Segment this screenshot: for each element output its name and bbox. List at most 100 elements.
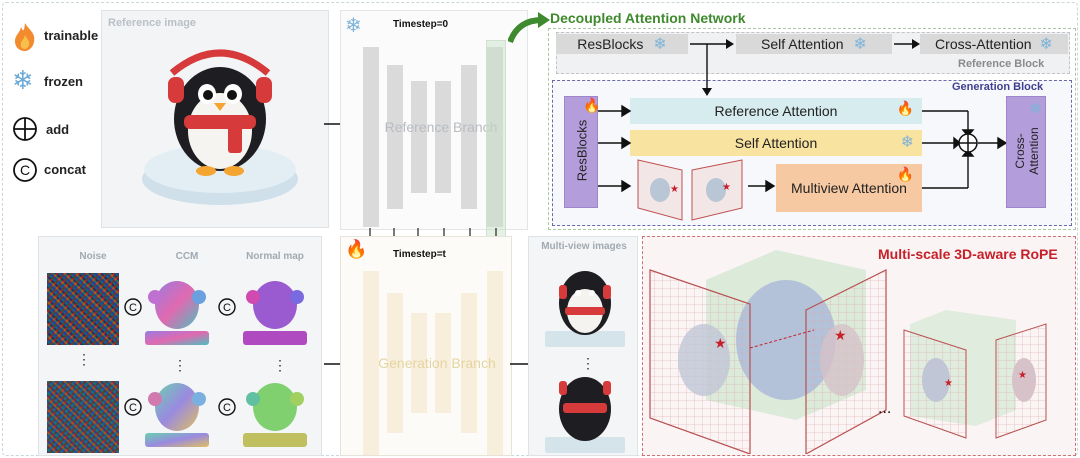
gen-unet-block	[435, 313, 451, 413]
ref-unet-block	[487, 47, 503, 227]
generation-block-title: Generation Block	[952, 81, 1044, 93]
fire-icon	[12, 22, 38, 57]
concat-icon: C	[218, 298, 236, 316]
ref-unet-block	[363, 47, 379, 227]
multiview-dots: ⋮	[581, 355, 595, 371]
gen-unet-block	[387, 293, 403, 433]
legend-trainable: trainable	[44, 28, 99, 43]
inputs-panel: Noise CCM Normal map ⋮ C C C C ⋮ ⋮	[38, 236, 322, 456]
svg-text:C: C	[20, 162, 30, 178]
multiview-panel: Multi-view images ⋮	[528, 236, 638, 456]
fire-icon: 🔥	[583, 98, 601, 114]
svg-text:C: C	[129, 302, 137, 314]
rope-illustration: ★ ★ ★★	[649, 250, 1047, 454]
multiview-attention-label: Multiview Attention	[791, 180, 907, 196]
multiview-attention-block: Multiview Attention 🔥	[776, 164, 922, 212]
penguin-reference-image	[142, 49, 298, 205]
add-icon	[958, 133, 978, 153]
multiview-title: Multi-view images	[541, 241, 627, 252]
reference-attention-block: Reference Attention 🔥	[630, 98, 922, 124]
rope-title: Multi-scale 3D-aware RoPE	[878, 246, 1058, 262]
noise-image	[47, 273, 119, 345]
legend-add: add	[46, 122, 70, 137]
gen-resblocks-block: 🔥 ResBlocks	[564, 96, 601, 208]
gen-self-attention-label: Self Attention	[734, 135, 818, 151]
gen-cross-attention-block: ❄ Cross- Attention	[1006, 96, 1046, 208]
reference-image-title: Reference image	[108, 17, 197, 29]
snowflake-icon: ❄	[853, 34, 867, 53]
svg-text:C: C	[129, 402, 137, 414]
noise-dots: ⋮	[77, 351, 91, 367]
gen-unet-block	[487, 271, 503, 455]
svg-text:C: C	[223, 302, 231, 314]
ccm-image	[145, 383, 209, 447]
reference-branch-panel: ❄ Timestep=0 Reference Branch	[340, 10, 528, 230]
fire-icon: 🔥	[896, 167, 914, 183]
legend-concat: concat	[44, 162, 86, 177]
concat-icon: C	[124, 298, 142, 316]
timestep-top-label: Timestep=0	[393, 19, 449, 30]
ref-resblocks-block: ResBlocks ❄	[556, 34, 688, 54]
normal-map-image	[243, 281, 307, 345]
ref-cross-attention-label: Cross-Attention	[935, 36, 1032, 52]
ref-unet-block	[387, 65, 403, 209]
gen-unet-block	[461, 293, 477, 433]
svg-text:★: ★	[1018, 370, 1027, 381]
ccm-image	[145, 281, 209, 345]
reference-attention-label: Reference Attention	[714, 103, 838, 119]
fire-icon: 🔥	[345, 239, 368, 260]
arrow-ref-self-to-cross	[894, 39, 920, 49]
fire-icon: 🔥	[896, 101, 914, 117]
gen-flow-arrows	[598, 104, 776, 193]
legend: trainable ❄ frozen add C concat	[8, 14, 98, 194]
snowflake-icon: ❄	[345, 13, 362, 37]
reference-branch-label: Reference Branch	[384, 119, 498, 135]
ref-cross-attention-block: Cross-Attention ❄	[920, 34, 1068, 54]
svg-text:★: ★	[714, 335, 727, 351]
dan-curved-arrow	[508, 12, 550, 44]
dan-title: Decoupled Attention Network	[550, 10, 746, 26]
svg-text:★: ★	[722, 182, 731, 193]
snowflake-icon: ❄	[653, 34, 667, 53]
svg-text:★: ★	[944, 378, 953, 389]
noise-label: Noise	[79, 251, 107, 262]
normal-map-label: Normal map	[246, 251, 304, 262]
snowflake-icon: ❄	[900, 132, 914, 151]
concat-icon: C	[124, 398, 142, 416]
arrow-ref-to-gen	[702, 44, 712, 96]
arrow-ref-res-to-self	[690, 39, 734, 49]
generation-branch-panel: 🔥 Timestep=t Generation Branch	[340, 236, 512, 456]
noise-image	[47, 381, 119, 453]
ref-unet-block	[435, 81, 451, 193]
concat-icon: C	[12, 157, 38, 188]
ref-unet-block	[411, 81, 427, 193]
multiview-image	[545, 377, 625, 453]
ref-unet-block	[461, 65, 477, 209]
snowflake-icon: ❄	[1039, 34, 1053, 53]
ccm-label: CCM	[175, 251, 199, 262]
svg-text:C: C	[223, 402, 231, 414]
generation-branch-label: Generation Branch	[378, 355, 496, 371]
concat-icon: C	[218, 398, 236, 416]
multiview-image	[545, 271, 625, 347]
ref-self-attention-label: Self Attention	[761, 36, 844, 52]
normal-map-dots: ⋮	[273, 357, 287, 373]
ref-resblocks-label: ResBlocks	[577, 36, 644, 52]
gen-cross-attention-label: Cross- Attention	[1013, 127, 1041, 175]
snowflake-icon: ❄	[1029, 99, 1043, 118]
legend-frozen: frozen	[44, 74, 83, 89]
normal-map-image	[243, 383, 307, 447]
svg-text:★: ★	[670, 184, 679, 195]
gen-merge-arrows	[922, 110, 1008, 189]
ref-self-attention-block: Self Attention ❄	[736, 34, 892, 54]
rope-dots: ...	[878, 400, 892, 417]
gen-unet-block	[363, 271, 379, 455]
ccm-dots: ⋮	[173, 357, 187, 373]
timestep-bottom-label: Timestep=t	[393, 249, 446, 260]
dan-panel	[548, 28, 1076, 230]
multiview-planes-illustration: ★★	[637, 159, 743, 221]
gen-self-attention-block: Self Attention ❄	[630, 130, 922, 156]
reference-image-panel: Reference image	[101, 10, 329, 228]
add-icon	[12, 116, 38, 147]
gen-unet-block	[411, 313, 427, 413]
